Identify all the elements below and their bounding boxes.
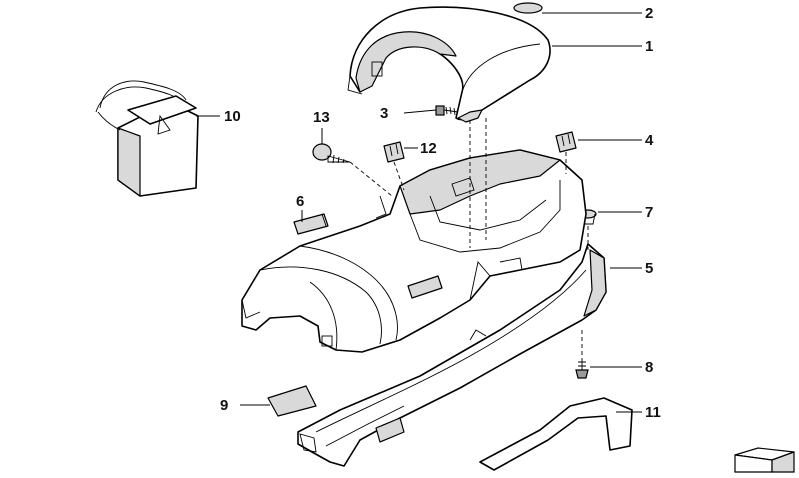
part-side-trim — [297, 243, 607, 467]
callout-5: 5 — [645, 260, 653, 277]
assembly-lines — [349, 118, 589, 358]
part-screw-8 — [575, 358, 589, 379]
callout-11: 11 — [645, 404, 661, 421]
callout-labels: 2 1 3 4 5 6 7 8 9 10 11 12 13 — [220, 5, 661, 421]
callout-4: 4 — [645, 132, 654, 149]
leader-lines — [196, 12, 642, 413]
callout-9: 9 — [220, 397, 228, 414]
part-seat-cover — [347, 6, 551, 123]
corner-logo-icon — [734, 447, 795, 473]
callout-10: 10 — [224, 108, 241, 125]
callout-1: 1 — [645, 38, 653, 55]
callout-2: 2 — [645, 5, 653, 22]
part-pad-9 — [267, 385, 317, 417]
callout-7: 7 — [645, 204, 653, 221]
callout-3: 3 — [380, 105, 388, 122]
callout-13: 13 — [313, 109, 330, 126]
part-pad — [513, 2, 543, 14]
callout-8: 8 — [645, 359, 653, 376]
part-rear-tray — [241, 149, 587, 353]
part-rubber-6 — [293, 213, 329, 235]
callout-6: 6 — [296, 193, 304, 210]
part-strip-11 — [479, 397, 633, 471]
part-clip-12 — [383, 141, 405, 163]
part-clip-4 — [555, 131, 577, 153]
part-screw-3 — [435, 105, 459, 116]
callout-12: 12 — [420, 140, 437, 157]
part-screw-13 — [312, 143, 351, 164]
part-bag — [95, 80, 199, 197]
